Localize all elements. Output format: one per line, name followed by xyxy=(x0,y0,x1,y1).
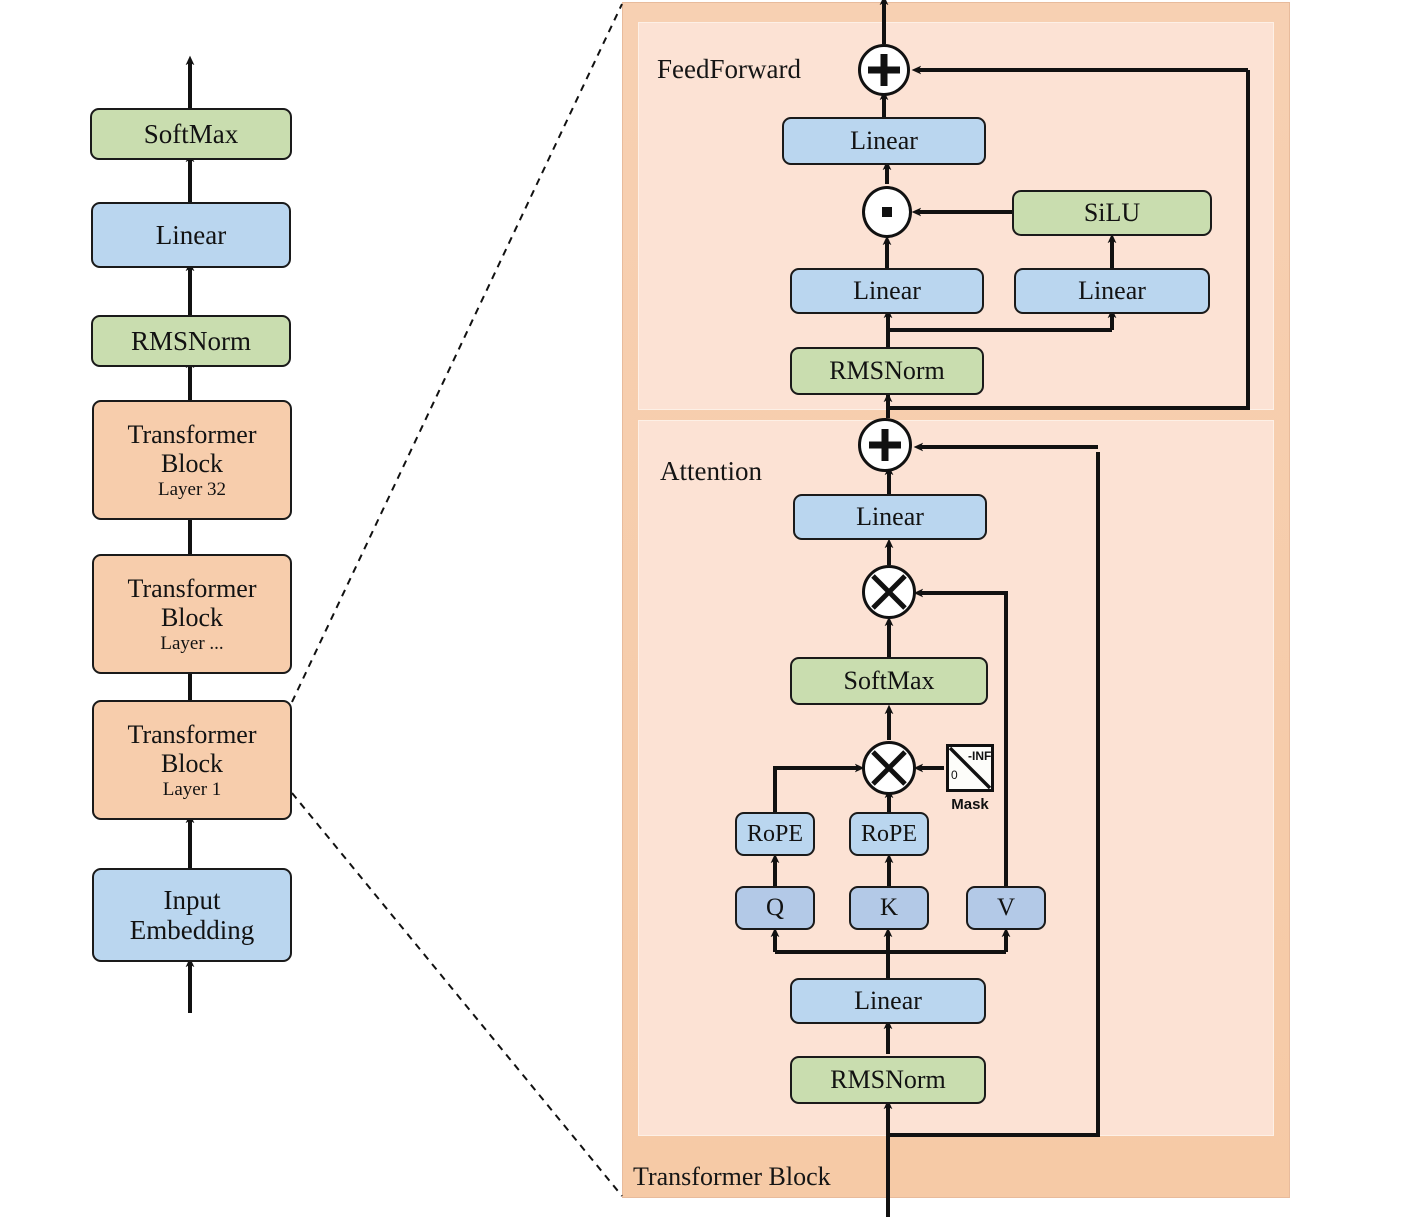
attn-v[interactable]: V xyxy=(966,886,1046,930)
node-label: RoPE xyxy=(746,820,803,847)
node-label: Linear xyxy=(853,276,921,306)
attn-softmax[interactable]: SoftMax xyxy=(790,657,988,705)
node-sublabel: Layer ... xyxy=(160,632,224,654)
node-label: SoftMax xyxy=(843,666,935,696)
node-sublabel: Layer 1 xyxy=(162,778,222,800)
stack-node-linear[interactable]: Linear xyxy=(91,202,291,268)
node-label: Transformer xyxy=(127,419,257,449)
ff-multiply-op xyxy=(862,186,912,238)
node-label: V xyxy=(996,894,1016,921)
node-label: Linear xyxy=(155,219,227,250)
attn-linear-qkv[interactable]: Linear xyxy=(790,978,986,1024)
stack-node-rmsnorm[interactable]: RMSNorm xyxy=(91,315,291,367)
feedforward-section-label: FeedForward xyxy=(657,54,801,84)
node-label: Input xyxy=(163,884,221,915)
ff-linear-out[interactable]: Linear xyxy=(782,117,986,165)
attn-matmul-scores-v-op xyxy=(862,565,916,619)
node-label: Linear xyxy=(854,986,922,1016)
attn-k[interactable]: K xyxy=(849,886,929,930)
node-label: SiLU xyxy=(1083,198,1141,228)
stack-node-transformer-block-dots[interactable]: Transformer Block Layer ... xyxy=(92,554,292,674)
node-label-2: Block xyxy=(160,448,224,478)
attn-rope-q[interactable]: RoPE xyxy=(735,812,815,856)
ff-rmsnorm[interactable]: RMSNorm xyxy=(790,347,984,395)
stack-node-transformer-block-1[interactable]: Transformer Block Layer 1 xyxy=(92,700,292,820)
node-label: RMSNorm xyxy=(830,1065,946,1095)
attn-linear-out[interactable]: Linear xyxy=(793,494,987,540)
attention-section-label: Attention xyxy=(660,456,762,486)
attn-matmul-qk-op xyxy=(862,741,916,795)
node-label: K xyxy=(879,894,899,921)
mask-lower-value: 0 xyxy=(951,768,958,782)
node-label: RMSNorm xyxy=(130,325,252,356)
node-label: Linear xyxy=(1078,276,1146,306)
node-label: Q xyxy=(765,894,785,921)
mask-upper-value: -INF xyxy=(968,749,992,763)
node-label-2: Block xyxy=(160,748,224,778)
mask-caption: Mask xyxy=(951,796,989,813)
node-label: Transformer xyxy=(127,719,257,749)
ff-linear-gate[interactable]: Linear xyxy=(790,268,984,314)
stack-node-transformer-block-32[interactable]: Transformer Block Layer 32 xyxy=(92,400,292,520)
node-label-2: Block xyxy=(160,602,224,632)
node-label: SoftMax xyxy=(143,118,239,149)
stack-node-input-embedding[interactable]: Input Embedding xyxy=(92,868,292,962)
ff-linear-up[interactable]: Linear xyxy=(1014,268,1210,314)
attn-q[interactable]: Q xyxy=(735,886,815,930)
node-label: RoPE xyxy=(860,820,917,847)
transformer-block-panel-label: Transformer Block xyxy=(633,1162,831,1191)
ff-add-op xyxy=(858,44,910,96)
node-label: Transformer xyxy=(127,573,257,603)
ff-silu[interactable]: SiLU xyxy=(1012,190,1212,236)
attn-add-op xyxy=(858,418,912,472)
node-label-2: Embedding xyxy=(129,915,255,945)
zoom-connector-lines xyxy=(291,3,623,1197)
stack-node-softmax[interactable]: SoftMax xyxy=(90,108,292,160)
node-sublabel: Layer 32 xyxy=(157,478,227,500)
attn-rmsnorm[interactable]: RMSNorm xyxy=(790,1056,986,1104)
attn-rope-k[interactable]: RoPE xyxy=(849,812,929,856)
node-label: RMSNorm xyxy=(829,356,945,386)
node-label: Linear xyxy=(856,502,924,532)
node-label: Linear xyxy=(850,126,918,156)
attn-mask-icon: 0 -INF Mask xyxy=(946,744,994,813)
